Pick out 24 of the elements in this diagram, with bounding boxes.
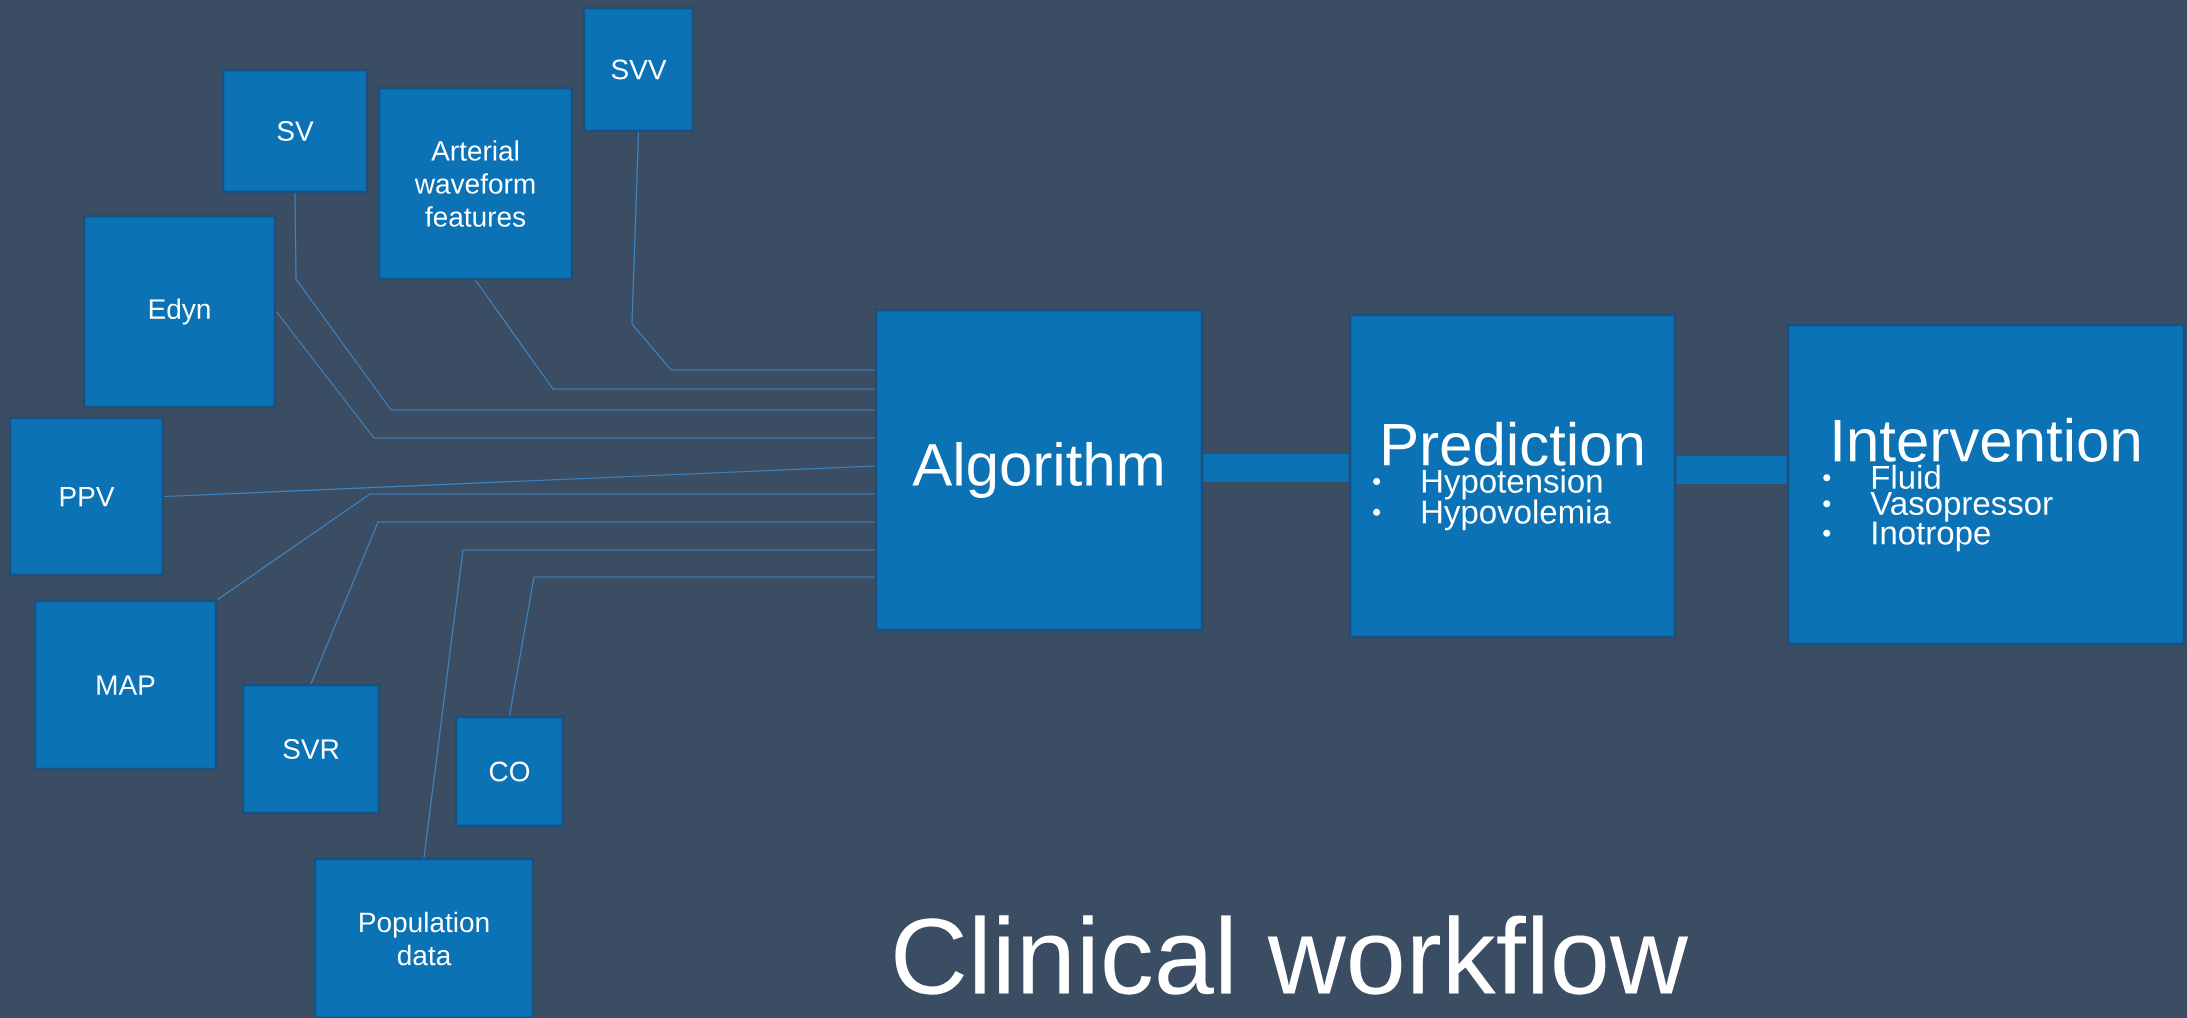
- connector-line: [216, 493, 876, 601]
- input-box: Population data: [313, 857, 535, 1018]
- connector-line: [163, 465, 876, 498]
- input-box: CO: [454, 715, 565, 828]
- connector-line: [275, 310, 876, 439]
- title: Clinical workflow: [895, 915, 1689, 995]
- connector-line: [508, 576, 876, 717]
- connector-line: [631, 131, 876, 371]
- input-box: PPV: [8, 416, 165, 577]
- input-box: SVR: [241, 683, 381, 815]
- connector-line: [423, 549, 876, 859]
- connector-line: [474, 279, 876, 390]
- input-box: Edyn: [82, 214, 277, 409]
- process-box: Prediction Hypotension Hypovolemia: [1348, 313, 1677, 639]
- input-box: Arterial waveform features: [377, 86, 574, 281]
- input-box: SV: [221, 68, 369, 194]
- input-box: MAP: [33, 599, 218, 771]
- process-box: Intervention Fluid Vasopressor Inotrope: [1786, 323, 2186, 646]
- process-box: Algorithm: [874, 308, 1204, 632]
- connector-bar: [1203, 454, 1349, 482]
- connector-line: [294, 192, 876, 411]
- connector-line: [310, 521, 876, 685]
- input-box: SVV: [582, 6, 695, 133]
- connector-bar: [1676, 456, 1787, 484]
